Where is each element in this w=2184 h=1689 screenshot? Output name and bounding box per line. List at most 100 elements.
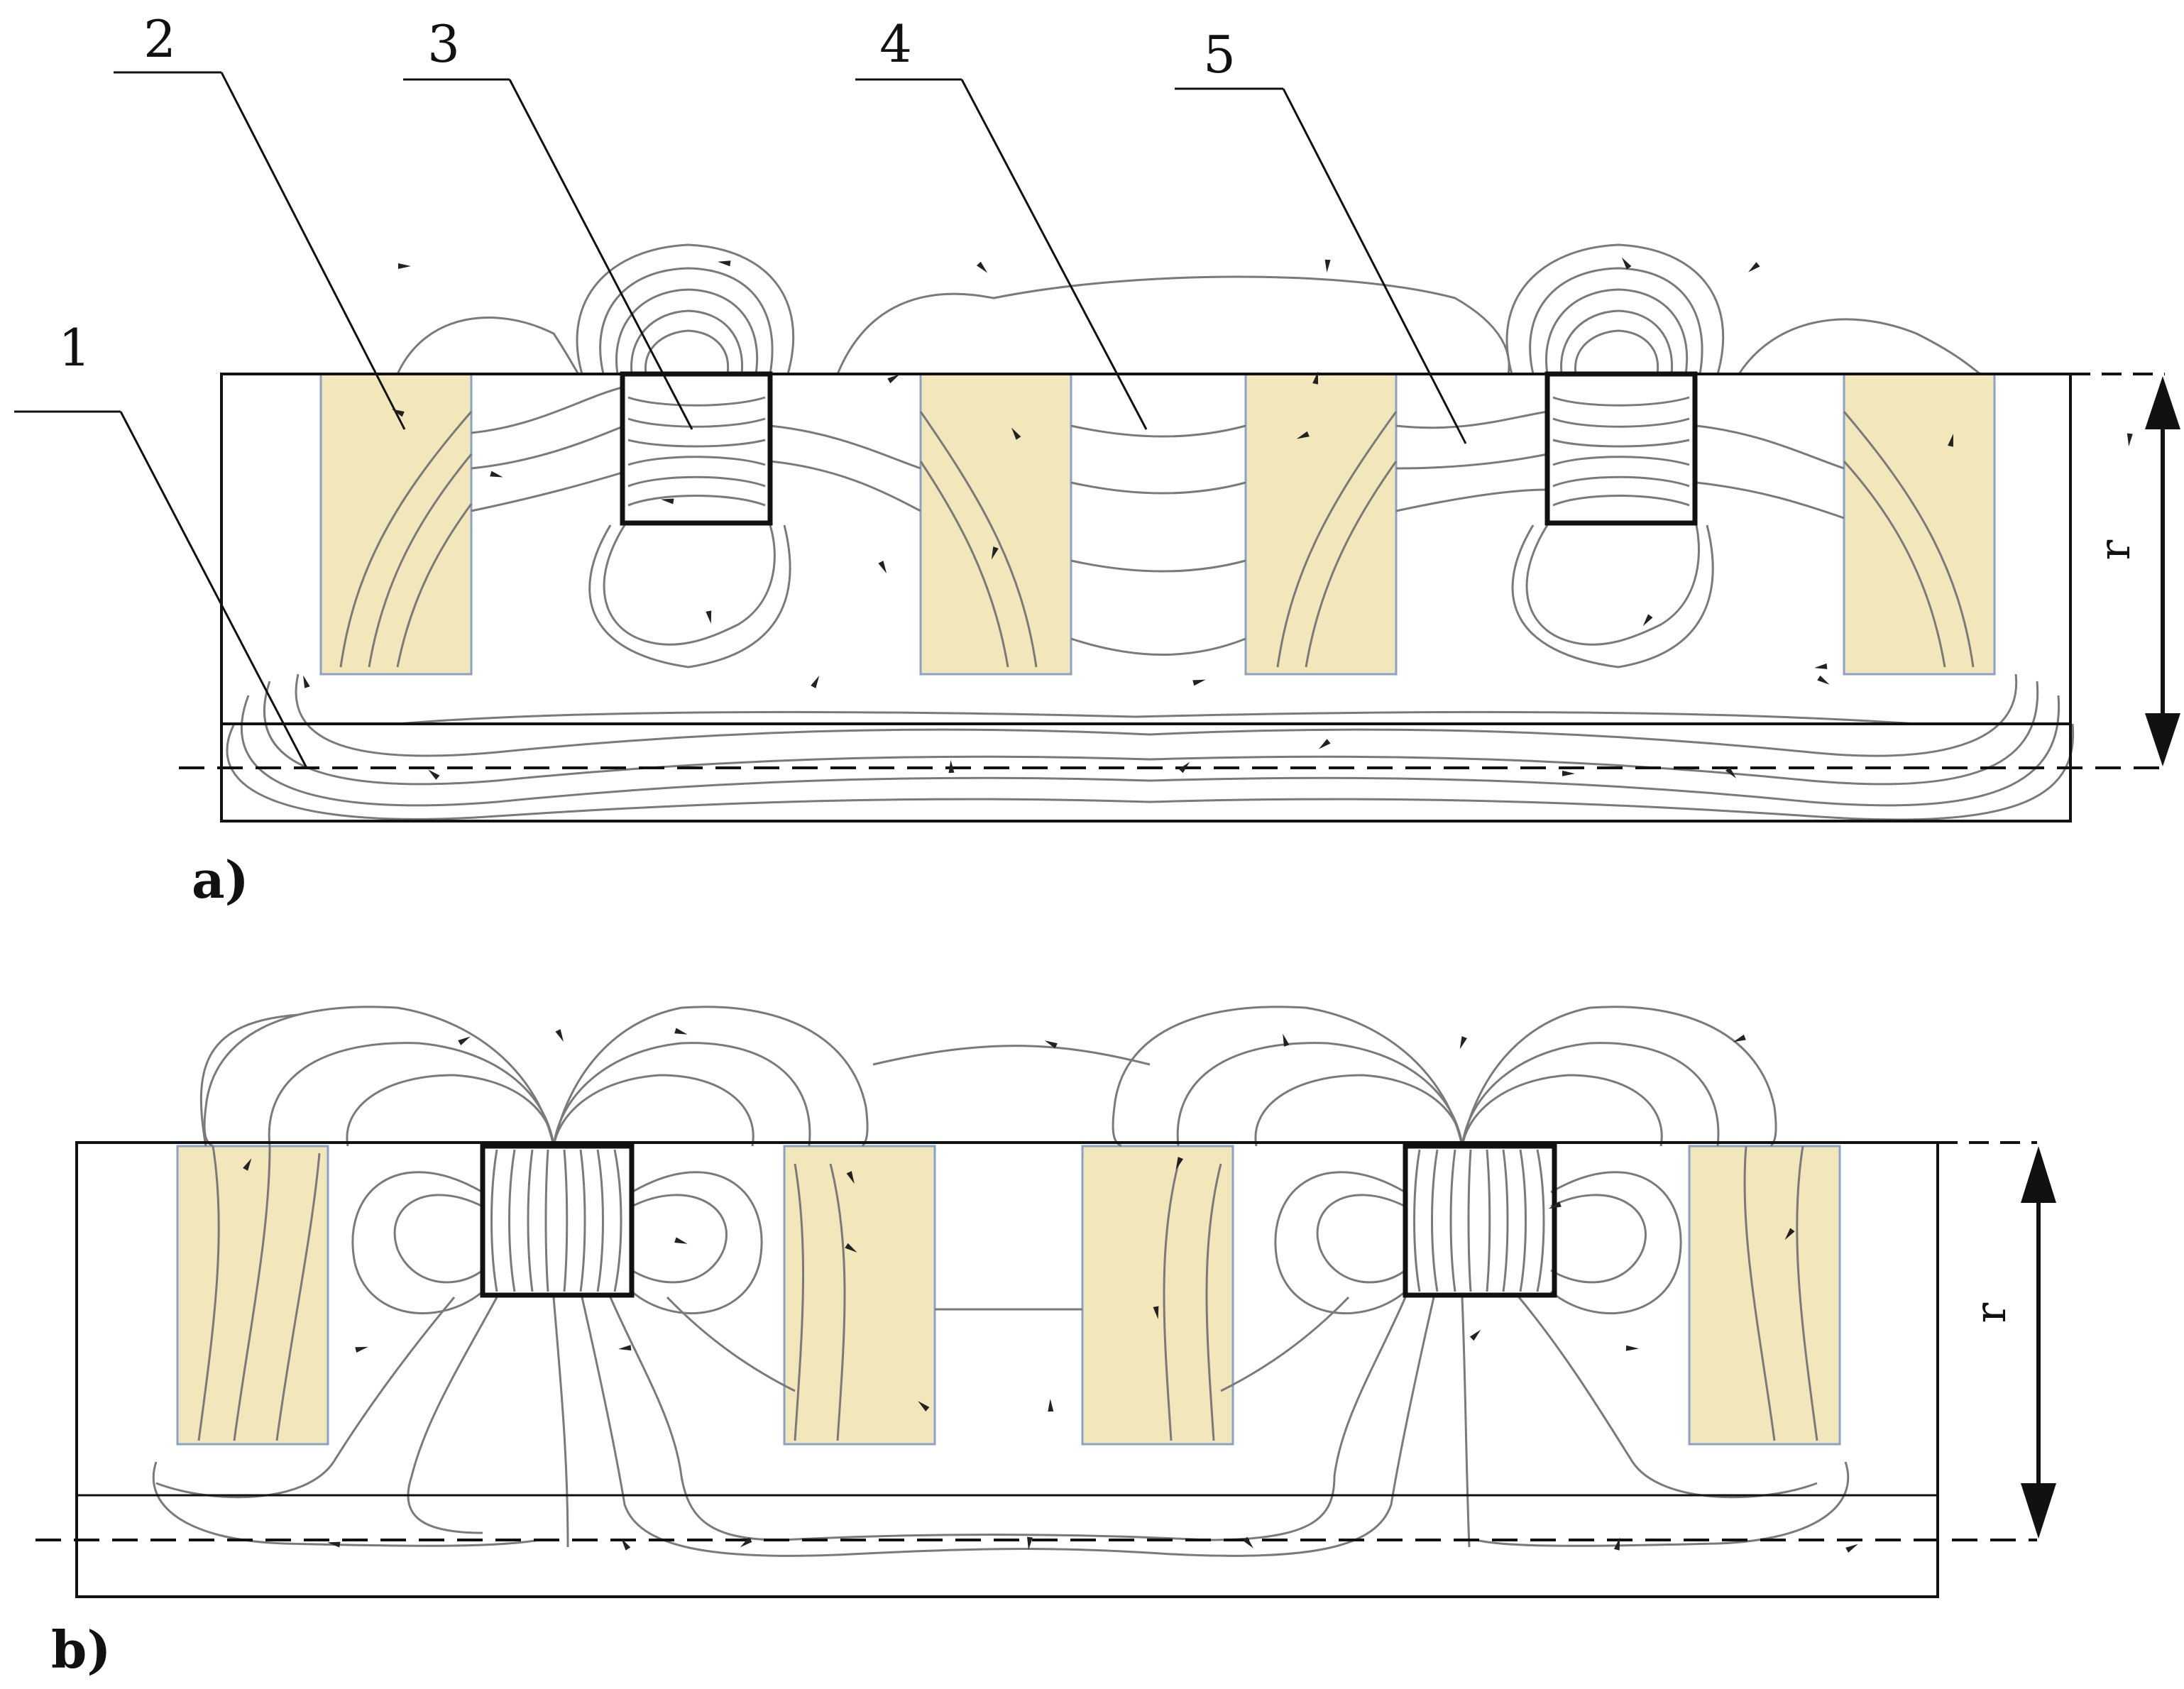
field-line [552, 1042, 811, 1147]
field-line [268, 1042, 555, 1147]
field-line [1843, 411, 1975, 668]
callout-1: 1 [14, 318, 308, 769]
dimension-label-a: r [2090, 539, 2140, 560]
field-line [644, 329, 730, 375]
field-line [627, 495, 766, 507]
field-line [599, 267, 774, 375]
field-line [627, 475, 766, 488]
field-line [1395, 453, 1548, 470]
field-line [1743, 1145, 1776, 1441]
field-line [152, 1461, 540, 1547]
field-line [627, 417, 766, 428]
field-line [829, 1163, 846, 1441]
field-line [1552, 495, 1690, 507]
field-line [1461, 1297, 1471, 1548]
field-line [631, 1194, 728, 1284]
field-line [407, 1297, 498, 1534]
magnet-block [1081, 1145, 1234, 1446]
field-direction-arrow [976, 261, 988, 273]
field-line [1395, 488, 1548, 512]
field-line [1552, 475, 1690, 488]
field-direction-arrow [811, 676, 820, 688]
magnet-block [1843, 373, 1996, 676]
field-direction-arrow [740, 1537, 752, 1548]
field-direction-arrow [1283, 1033, 1290, 1047]
field-line [1502, 1149, 1509, 1292]
field-line [199, 1013, 1151, 1147]
field-line [233, 1145, 271, 1441]
field-line [1431, 1149, 1439, 1292]
callout-3: 3 [403, 14, 693, 430]
field-line [1560, 309, 1674, 375]
magnet-block [1244, 373, 1398, 676]
field-line [263, 681, 2039, 786]
field-line [197, 1145, 220, 1441]
field-direction-arrow [1175, 1157, 1184, 1170]
field-direction-arrow [1845, 1544, 1858, 1553]
field-line [1738, 318, 1981, 375]
field-direction-arrow [1153, 1306, 1159, 1319]
field-direction-arrow [918, 1401, 930, 1412]
field-line [552, 1297, 569, 1548]
field-direction-arrow [398, 263, 411, 269]
field-line [544, 1149, 549, 1292]
field-line [1529, 267, 1703, 375]
field-line [339, 411, 473, 668]
field-line [563, 1149, 569, 1292]
field-line [203, 1006, 555, 1148]
field-line [1696, 481, 1845, 519]
field-line [1176, 1042, 1464, 1147]
field-line [1205, 1163, 1222, 1441]
field-direction-arrow [428, 769, 440, 780]
field-line [1316, 1194, 1406, 1284]
field-line [397, 710, 1917, 725]
field-line [396, 503, 473, 668]
field-line [1843, 460, 1946, 668]
field-line [1467, 1149, 1472, 1292]
coil-interior-lines-a [627, 396, 1690, 507]
field-line [579, 1149, 586, 1292]
magnets-b [176, 1145, 1841, 1446]
field-line [609, 1297, 1407, 1541]
field-line [471, 471, 625, 512]
field-direction-arrow [1784, 1228, 1795, 1240]
callout-number: 5 [1203, 25, 1236, 84]
field-direction-arrow [391, 409, 405, 417]
field-direction-arrow [1817, 675, 1830, 685]
field-direction-arrow [661, 498, 674, 505]
field-line [1505, 243, 1725, 375]
panel-label-b: b) [51, 1619, 111, 1680]
field-line [631, 1171, 763, 1315]
field-line [295, 673, 2018, 757]
magnet-block [783, 1145, 936, 1446]
callout-2: 2 [114, 9, 406, 430]
field-direction-arrow [887, 374, 900, 384]
field-line [1550, 1194, 1647, 1284]
field-direction-arrow [1733, 1034, 1746, 1042]
field-line [794, 1163, 805, 1441]
field-direction-arrow [674, 1028, 688, 1035]
field-line [1220, 1296, 1350, 1392]
field-direction-arrow [706, 610, 712, 624]
field-line [1070, 559, 1246, 573]
field-line [836, 275, 1510, 375]
magnet-block [919, 373, 1072, 676]
field-line [1536, 1149, 1545, 1292]
coil-interior-lines-b [490, 1149, 1545, 1292]
field-direction-arrow [846, 1171, 855, 1184]
field-direction-arrow [1243, 1536, 1253, 1548]
field-direction-arrow [1312, 371, 1319, 385]
callout-number: 2 [143, 9, 176, 69]
field-direction-arrow [674, 1237, 688, 1244]
field-direction-arrow [1621, 257, 1632, 270]
field-line [1511, 524, 1714, 669]
field-direction-arrow [621, 1538, 631, 1551]
field-direction-arrow [1725, 766, 1737, 779]
field-line [769, 460, 921, 512]
field-line [1276, 411, 1398, 668]
field-line [919, 411, 1038, 668]
field-line [1552, 417, 1690, 428]
field-line [1112, 1006, 1464, 1148]
field-line [1696, 424, 1845, 470]
